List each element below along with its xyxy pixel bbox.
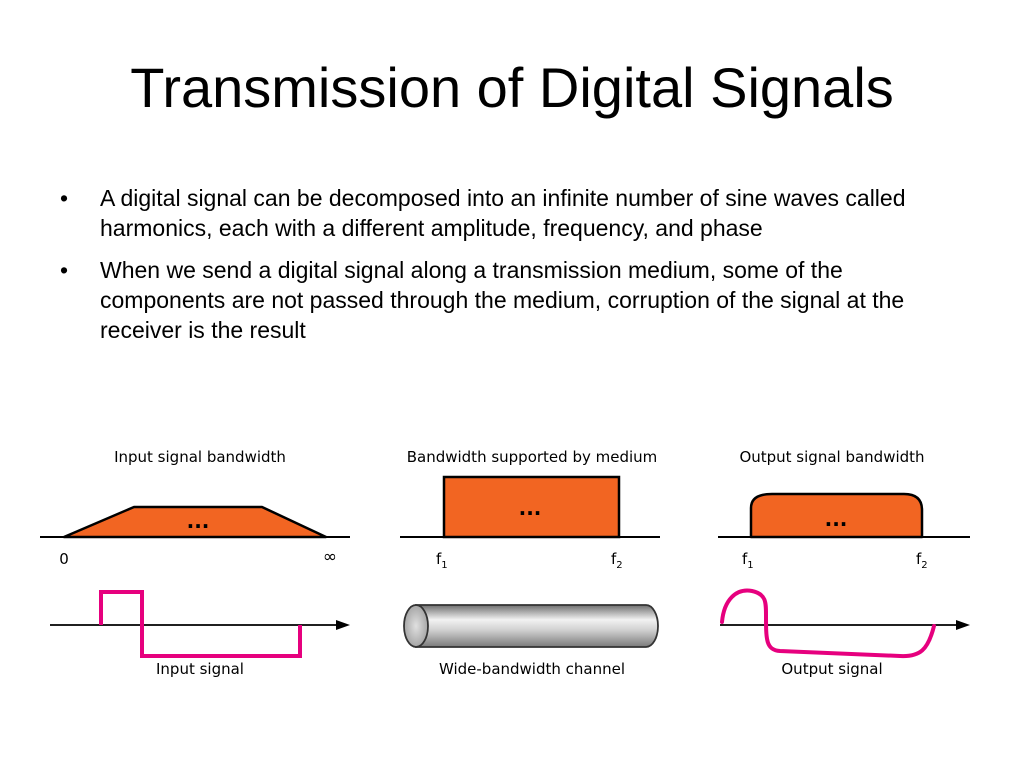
wide-bandwidth-cable [403,604,659,648]
caption-input-signal: Input signal [156,660,244,678]
output-axis-f1: f1 [742,550,754,571]
panel-title-medium: Bandwidth supported by medium [407,448,658,466]
input-ellipsis: ... [187,509,210,533]
medium-axis-f1: f1 [436,550,448,571]
output-bandwidth-shape [749,492,924,539]
bullet-item-2: • When we send a digital signal along a … [60,255,970,345]
output-distorted-signal [720,588,936,659]
panel-input: Input signal bandwidth ... 0 ∞ Input sig… [40,448,350,678]
bullet-marker: • [60,185,69,211]
caption-output-signal: Output signal [781,660,882,678]
bullet-item-1: • A digital signal can be decomposed int… [60,183,970,243]
panel-medium: Bandwidth supported by medium ... f1 f2 … [400,448,660,678]
medium-ellipsis: ... [519,496,542,520]
caption-wide-bandwidth-channel: Wide-bandwidth channel [439,660,625,678]
input-time-arrow-icon [336,620,350,630]
medium-axis-f2: f2 [611,550,623,571]
panel-title-input: Input signal bandwidth [114,448,286,466]
input-square-signal [99,590,302,658]
medium-bandwidth-shape [442,475,621,539]
panel-output: Output signal bandwidth ... f1 f2 Output… [718,448,970,678]
panel-title-output: Output signal bandwidth [739,448,924,466]
output-axis-f2: f2 [916,550,928,571]
input-axis-start: 0 [59,550,69,568]
input-axis-end: ∞ [323,547,337,567]
bullet-list: • A digital signal can be decomposed int… [60,183,970,357]
output-time-arrow-icon [956,620,970,630]
output-ellipsis: ... [825,507,848,531]
bullet-marker: • [60,257,69,283]
bandwidth-diagram: Input signal bandwidth ... 0 ∞ Input sig… [40,448,970,678]
bullet-text: When we send a digital signal along a tr… [100,257,905,343]
slide-title: Transmission of Digital Signals [130,56,894,119]
bullet-text: A digital signal can be decomposed into … [100,185,906,241]
